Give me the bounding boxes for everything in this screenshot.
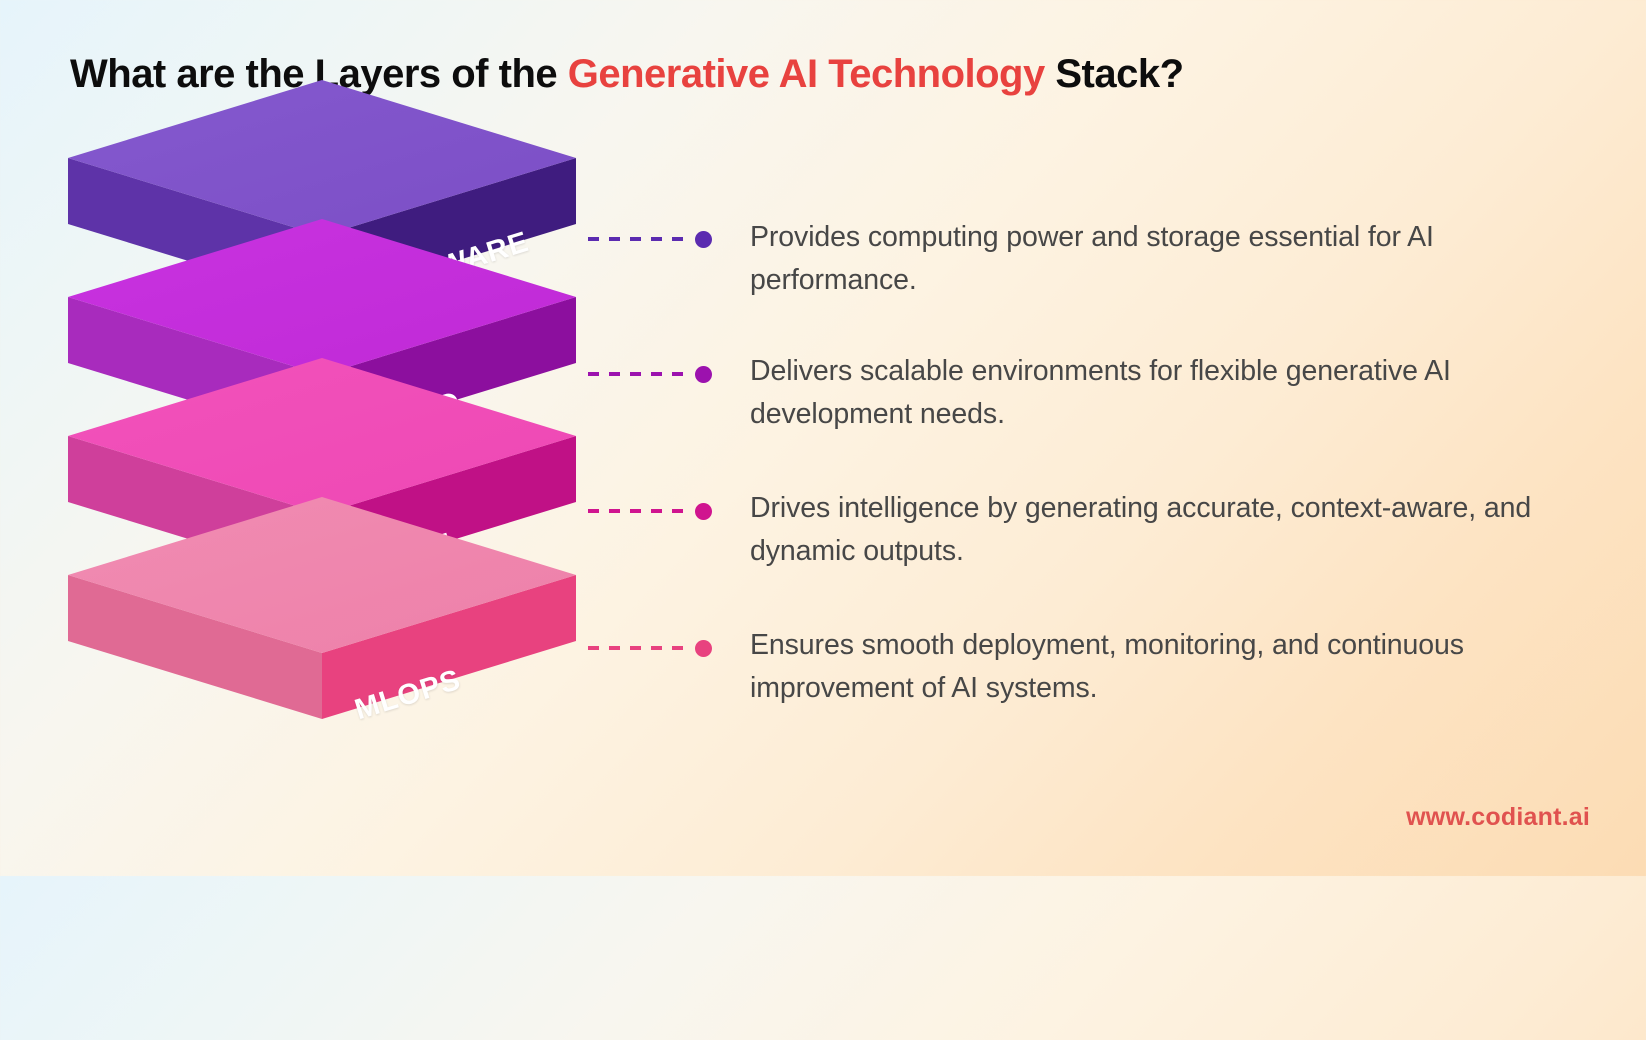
footer-website-url[interactable]: www.codiant.ai	[1406, 803, 1590, 831]
slab-top-face	[68, 497, 576, 653]
connector-hardware	[588, 228, 712, 250]
dashed-line	[588, 372, 692, 376]
layer-description-mlops: Ensures smooth deployment, monitoring, a…	[750, 629, 1464, 705]
stack-layer-mlops[interactable]: MLOPS	[0, 140, 620, 726]
dashed-line	[588, 509, 692, 513]
dashed-line	[588, 237, 692, 241]
connector-cloud	[588, 363, 712, 385]
page-title: What are the Layers of the Generative AI…	[70, 52, 1184, 97]
slab-top-face	[68, 358, 576, 514]
slab-top-face	[68, 219, 576, 375]
dashed-line	[588, 646, 692, 650]
connector-model	[588, 500, 712, 522]
layer-description-hardware: Provides computing power and storage ess…	[750, 221, 1434, 297]
title-part-2: Stack?	[1044, 52, 1184, 96]
connector-dot-icon	[695, 639, 712, 657]
slab-top-face	[68, 80, 576, 236]
connector-mlops	[588, 637, 712, 659]
connector-dot-icon	[695, 230, 712, 248]
connector-dot-icon	[695, 365, 712, 383]
slab-right-face	[322, 575, 576, 719]
layer-description-model: Drives intelligence by generating accura…	[750, 492, 1532, 568]
isometric-layer-stack: HARDWARECLOUDMODELMLOPS	[0, 80, 640, 790]
title-accent-text: Generative AI Technology	[567, 52, 1046, 96]
layer-description-cloud: Delivers scalable environments for flexi…	[750, 355, 1451, 431]
slab-left-face	[68, 575, 322, 719]
connector-dot-icon	[695, 502, 712, 520]
